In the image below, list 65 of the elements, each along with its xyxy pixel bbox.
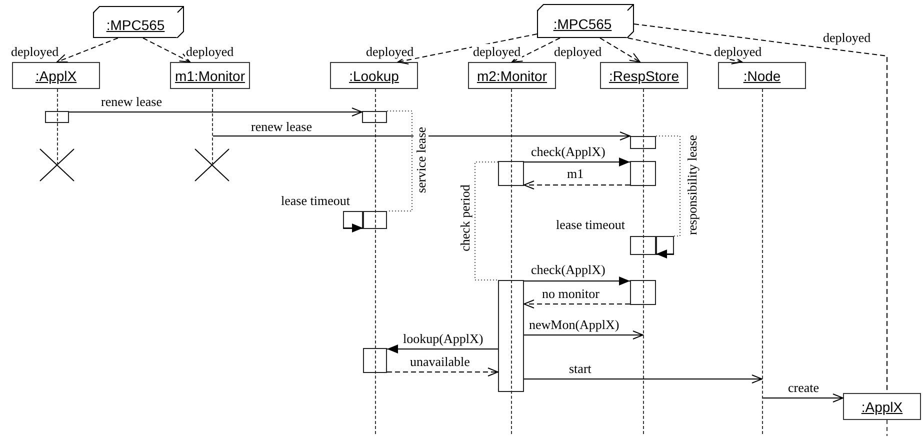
edge-label: deployed bbox=[472, 44, 522, 59]
lifeline bbox=[375, 89, 376, 434]
edge-label: check(ApplX) bbox=[530, 144, 606, 159]
lifeline bbox=[762, 89, 763, 434]
edge-label: deployed bbox=[185, 44, 235, 59]
constraint-label: service lease bbox=[414, 126, 428, 194]
constraint-label: responsibility lease bbox=[684, 135, 700, 235]
message-arrow bbox=[524, 276, 630, 286]
edge-label: lookup(ApplX) bbox=[402, 331, 484, 346]
dashed-arrow bbox=[628, 38, 742, 64]
edge-label: unavailable bbox=[409, 354, 471, 369]
lifeline bbox=[57, 89, 58, 165]
message-arrow bbox=[342, 224, 364, 232]
message-arrow bbox=[524, 330, 644, 340]
activation-bar bbox=[498, 280, 524, 392]
object-box: :ApplX bbox=[12, 62, 100, 89]
dashed-arrow bbox=[524, 180, 630, 190]
dashed-arrow bbox=[142, 38, 190, 62]
edge-label: deployed bbox=[10, 44, 60, 59]
lifeline bbox=[212, 89, 213, 165]
activation-bar bbox=[363, 211, 387, 229]
activation-bar bbox=[630, 236, 656, 255]
activation-bar bbox=[656, 236, 674, 255]
edge-label: check(ApplX) bbox=[530, 262, 606, 277]
activation-bar bbox=[498, 161, 524, 186]
message-arrow bbox=[656, 250, 674, 258]
activation-bar bbox=[343, 211, 363, 229]
edge-label: lease timeout bbox=[280, 193, 351, 208]
edge-label: renew lease bbox=[250, 119, 313, 134]
activation-bar bbox=[45, 111, 69, 123]
edge-label: deployed bbox=[365, 44, 415, 59]
dashed-arrow bbox=[512, 38, 560, 62]
object-box: :Node bbox=[718, 62, 806, 89]
dashed-arrow bbox=[398, 34, 538, 64]
message-arrow bbox=[524, 158, 630, 166]
activation-bar bbox=[363, 348, 387, 373]
object-box: :RespStore bbox=[600, 62, 688, 89]
object-box: :ApplX bbox=[843, 393, 921, 420]
activation-bar bbox=[630, 136, 656, 149]
message-arrow bbox=[386, 344, 498, 354]
activation-bar bbox=[362, 111, 387, 123]
message-arrow bbox=[524, 374, 762, 384]
edge-label: deployed bbox=[822, 30, 872, 45]
edge-label: deployed bbox=[553, 44, 603, 59]
lifeline bbox=[511, 89, 512, 434]
dashed-arrow bbox=[56, 38, 118, 63]
constraint-label: check period bbox=[458, 184, 472, 252]
message-arrow bbox=[68, 108, 362, 116]
object-box: :Lookup bbox=[330, 62, 418, 89]
lifeline bbox=[643, 89, 644, 434]
object-box: m1:Monitor bbox=[170, 62, 250, 89]
message-arrow bbox=[212, 132, 630, 140]
dashed-arrow bbox=[600, 38, 640, 62]
edge-label: lease timeout bbox=[555, 217, 626, 232]
activation-bar bbox=[630, 280, 656, 305]
message-arrow bbox=[762, 394, 844, 402]
dashed-arrow bbox=[386, 368, 498, 376]
edge-label: m1 bbox=[566, 166, 585, 181]
dashed-arrow bbox=[524, 300, 630, 308]
edge-label: deployed bbox=[713, 44, 763, 59]
object-box: m2:Monitor bbox=[468, 62, 556, 89]
edge-label: newMon(ApplX) bbox=[528, 317, 620, 332]
edge-label: renew lease bbox=[100, 94, 163, 109]
activation-bar bbox=[630, 161, 656, 186]
edge-label: no monitor bbox=[541, 286, 600, 301]
